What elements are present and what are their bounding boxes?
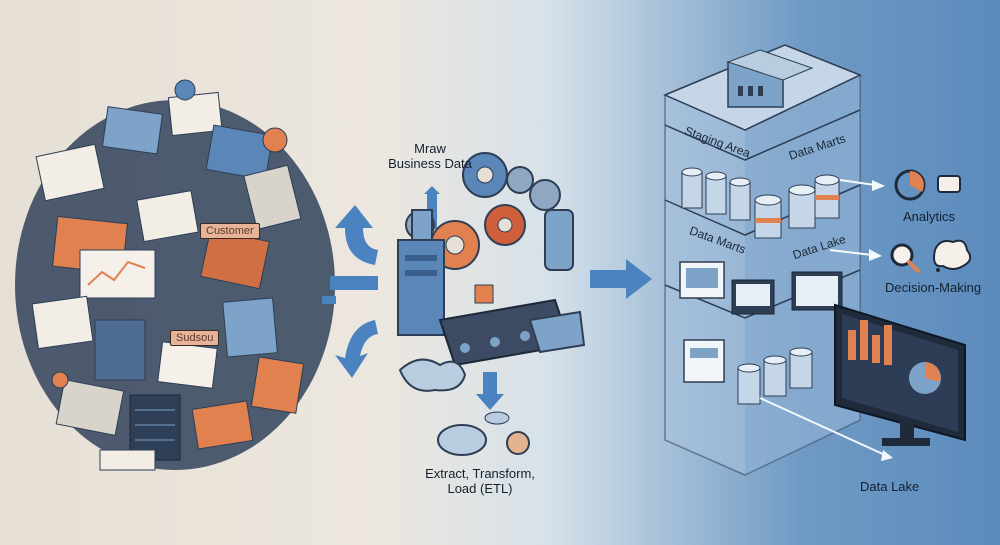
data-lake-bottom-label: Data Lake	[860, 479, 920, 494]
raw-data-pile	[15, 79, 335, 471]
pie-chart-icon	[894, 169, 961, 201]
raw-data-line-1: Mraw	[414, 141, 446, 156]
pile-tag-customer: Customer	[200, 223, 260, 239]
pile-tag-sudsou: Sudsou	[170, 330, 220, 346]
etl-line-2: Load (ETL)	[447, 481, 513, 496]
raw-data-label: Mraw Business Data	[375, 141, 485, 171]
data-warehouse-tower	[663, 44, 893, 476]
thought-bubble-icon	[933, 239, 972, 272]
database-icon	[681, 167, 840, 405]
etl-label: Extract, Transform, Load (ETL)	[405, 466, 555, 496]
analytics-label: Analytics	[903, 209, 956, 224]
decision-making-label: Decision-Making	[885, 280, 982, 295]
magnifier-icon	[890, 243, 920, 273]
etl-machine	[397, 152, 586, 456]
etl-line-1: Extract, Transform,	[425, 466, 535, 481]
monitor-icon	[834, 303, 966, 446]
raw-data-line-2: Business Data	[388, 156, 472, 171]
